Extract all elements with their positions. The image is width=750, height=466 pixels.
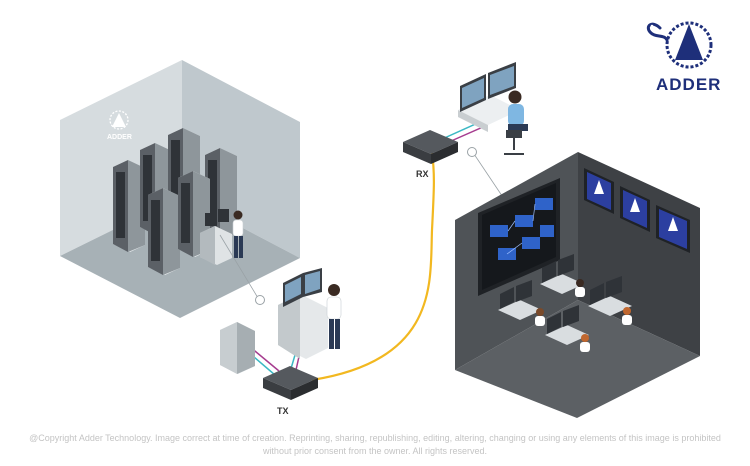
workstation-icon [545,305,590,352]
brand-name: ADDER [656,75,721,94]
workstation-icon [278,268,328,359]
operator-icon [326,284,342,349]
operator-icon [232,210,244,258]
copyright-notice: @Copyright Adder Technology. Image corre… [29,433,721,456]
control-desks [498,254,632,352]
adder-logo-icon: ADDER [107,110,132,141]
control-room [455,152,700,418]
rx-label: RX [416,169,429,179]
tx-side: TX [220,268,342,416]
workstation-icon [458,62,520,132]
tx-label: TX [277,406,289,416]
wall-monitors [584,168,690,253]
tx-extender-icon [263,366,318,400]
server-racks [113,128,244,275]
workstation-icon [498,280,545,326]
fiber-cable [311,151,435,382]
adder-logo-icon: ADDER [646,21,721,94]
pc-tower-icon [220,322,255,374]
server-rack-icon [113,160,145,252]
workstation-icon [200,209,232,265]
video-wall [478,178,560,296]
cables [239,121,484,382]
wall-brand-text: ADDER [107,134,132,141]
workstation-icon [588,276,632,325]
rx-side: RX [403,62,528,179]
operator-icon [504,90,528,155]
server-rack-icon [148,188,180,275]
rx-extender-icon [403,130,458,164]
workstation-icon [540,254,585,297]
